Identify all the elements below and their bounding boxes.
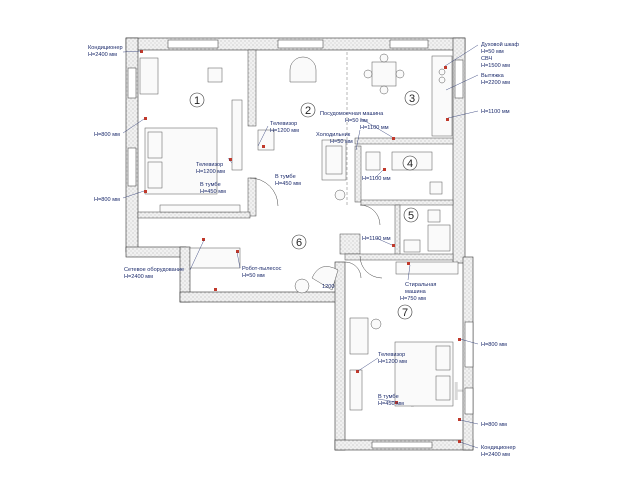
room2-furniture [257, 56, 347, 201]
shoe-cabinet [189, 247, 241, 269]
door-width-label: 1200 [322, 284, 334, 290]
room-number-2: 2 [305, 105, 311, 117]
socket-markers [140, 50, 461, 443]
dining-table [371, 61, 397, 87]
round-table [289, 56, 317, 83]
room-number-6: 6 [296, 237, 302, 249]
dishwasher-height: H=50 мм [345, 118, 368, 124]
hall-furniture [189, 247, 339, 294]
ac-bottom-height: H=2400 мм [481, 452, 510, 458]
h800-right-upper: H=800 мм [481, 342, 507, 348]
round-pouf [294, 278, 310, 294]
tv-room2-label: Телевизор [270, 121, 297, 127]
washer-label-2: машина [405, 289, 427, 295]
leader-lines [122, 44, 479, 449]
microwave-height: H=1500 мм [481, 63, 510, 69]
wardrobe [395, 261, 459, 275]
tv-room1-label: Телевизор [196, 162, 223, 168]
kitchen-furniture [363, 53, 453, 137]
network-label: Сетевое оборудование [124, 267, 184, 273]
annotations: Кондиционер H=2400 мм H=800 мм H=800 мм … [88, 41, 519, 458]
cabinet-room7-height: H=450 мм [378, 401, 404, 407]
tv-room2-height: H=1200 мм [270, 128, 299, 134]
wardrobe [159, 204, 241, 213]
cabinet-room1-label: В тумбе [200, 182, 221, 188]
room-number-3: 3 [409, 93, 415, 105]
bathroom-furniture [365, 151, 443, 195]
cabinet-room1-height: H=450 мм [200, 189, 226, 195]
toilet [429, 181, 443, 195]
room-number-1: 1 [194, 95, 200, 107]
plant [334, 189, 346, 201]
dishwasher-label: Посудомоечная машина [320, 111, 384, 117]
ac-bottom-label: Кондиционер [481, 445, 516, 451]
h800-right-lower: H=800 мм [481, 422, 507, 428]
room-number-5: 5 [408, 210, 414, 222]
room-numbers: 1 2 3 4 5 6 7 [189, 90, 420, 320]
sink [365, 151, 381, 171]
fridge-height: H=50 мм [330, 139, 353, 145]
desk [349, 317, 369, 355]
interior-walls [137, 49, 454, 261]
cabinet-room2-label: В тумбе [275, 174, 296, 180]
kitchen-counter [431, 55, 453, 137]
armchair [311, 266, 339, 291]
microwave-label: СВЧ [481, 56, 493, 62]
ac-top-label: Кондиционер [88, 45, 123, 51]
chair [370, 318, 382, 330]
room1-furniture [139, 57, 243, 213]
tv-stand [349, 369, 363, 411]
h1100-bath: H=1100 мм [362, 176, 391, 182]
hood-height: H=2200 мм [481, 80, 510, 86]
h1100-hall: H=1100 мм [362, 236, 391, 242]
oven-height: H=50 мм [481, 49, 504, 55]
robot-height: H=50 мм [242, 273, 265, 279]
cabinet-room7-label: В тумбе [378, 394, 399, 400]
doors [249, 177, 383, 279]
washer-height: H=750 мм [400, 296, 426, 302]
cabinet-room2-height: H=450 мм [275, 181, 301, 187]
room-number-7: 7 [402, 307, 408, 319]
ac-top-height: H=2400 мм [88, 52, 117, 58]
room-number-4: 4 [407, 158, 413, 170]
network-height: H=2400 мм [124, 274, 153, 280]
tv-room7-label: Телевизор [378, 352, 405, 358]
tv-room1-height: H=1200 мм [196, 169, 225, 175]
hood-label: Вытяжка [481, 73, 505, 79]
h800-left-lower: H=800 мм [94, 197, 120, 203]
sink [403, 239, 421, 253]
tv-room7-height: H=1200 мм [378, 359, 407, 365]
fridge-h1100: H=1100 мм [360, 125, 389, 131]
armchair [207, 67, 223, 83]
windows [127, 39, 474, 449]
desk [139, 57, 159, 95]
tv-stand [231, 99, 243, 171]
wc-furniture [403, 209, 451, 253]
h1100-kitchen: H=1100 мм [481, 109, 510, 115]
h800-left-upper: H=800 мм [94, 132, 120, 138]
shower [427, 224, 451, 252]
oven-label: Духовой шкаф [481, 41, 519, 48]
robot-label: Робот-пылесос [242, 266, 282, 272]
room7-furniture [349, 261, 459, 411]
washer-label-1: Стиральная [405, 282, 436, 288]
fridge-label: Холодильник [316, 132, 351, 138]
toilet [427, 209, 441, 223]
